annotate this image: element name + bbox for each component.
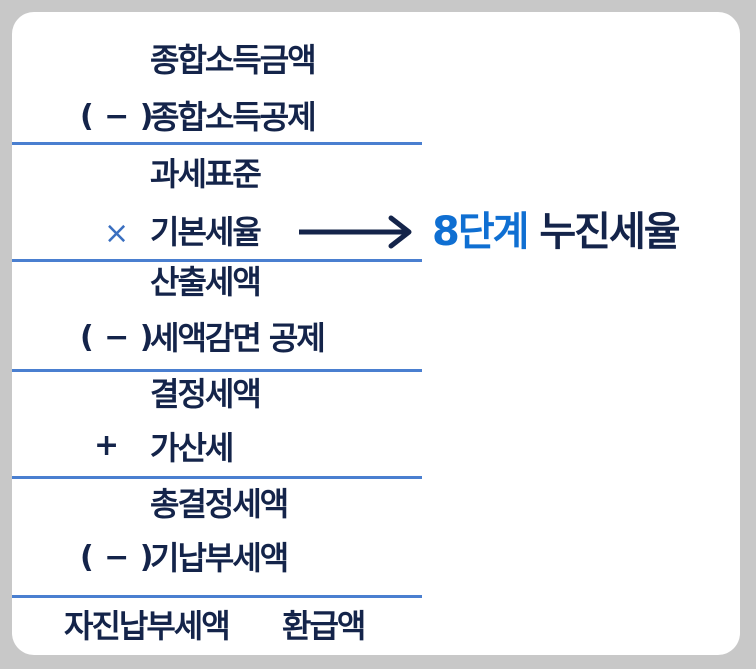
divider-line — [12, 595, 422, 598]
divider-line — [12, 259, 422, 262]
row-operator-plus: + — [94, 428, 120, 463]
divider-line — [12, 476, 422, 479]
row-label-determined-tax: 결정세액 — [150, 375, 262, 413]
row-label-comprehensive-income: 종합소득금액 — [150, 41, 317, 79]
annotation-highlight: 8단계 — [432, 209, 529, 255]
row-operator-multiply: × — [104, 216, 130, 251]
annotation-rest: 누진세율 — [527, 209, 680, 255]
row-label-prepaid-tax: 기납부세액 — [150, 539, 289, 577]
row-label-additional-tax: 가산세 — [150, 429, 234, 467]
progressive-rate-annotation: 8단계 누진세율 — [432, 208, 681, 256]
row-label-tax-credit: 세액감면 공제 — [150, 319, 326, 357]
tax-calculation-diagram: 종합소득금액 ( − ) 종합소득공제 과세표준 × 기본세율 8단계 누진세율… — [12, 12, 740, 655]
row-operator-minus: ( − ) — [80, 540, 154, 575]
arrow-right-icon — [299, 215, 412, 249]
row-label-income-deduction: 종합소득공제 — [150, 98, 317, 136]
divider-line — [12, 142, 422, 145]
row-label-self-payment-tax: 자진납부세액 — [64, 607, 231, 645]
row-label-basic-tax-rate: 기본세율 — [150, 213, 262, 251]
row-operator-minus: ( − ) — [80, 99, 154, 134]
row-operator-minus: ( − ) — [80, 320, 154, 355]
row-label-tax-base: 과세표준 — [150, 155, 262, 193]
row-label-total-determined-tax: 총결정세액 — [150, 485, 289, 523]
divider-line — [12, 369, 422, 372]
row-label-refund-amount: 환급액 — [282, 607, 366, 645]
row-label-calculated-tax: 산출세액 — [150, 263, 262, 301]
